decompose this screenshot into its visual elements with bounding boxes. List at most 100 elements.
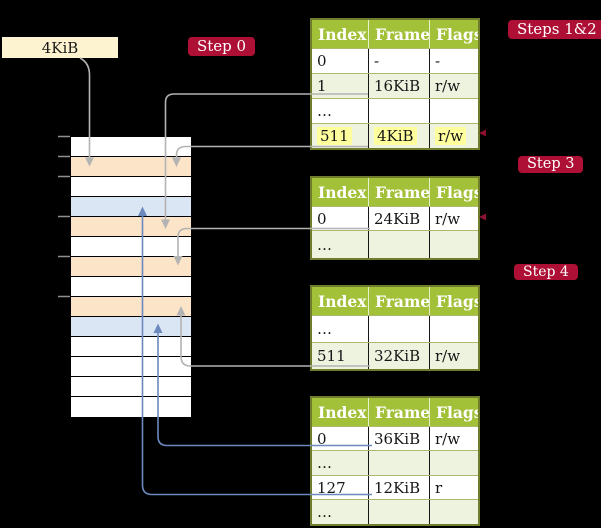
badge-arrow-tip-steps12-icon bbox=[479, 129, 486, 137]
table-cell bbox=[368, 231, 429, 258]
memory-row-blue bbox=[71, 317, 191, 337]
cell-text: … bbox=[317, 454, 332, 472]
step-badge-1-2: Steps 1&2 bbox=[508, 20, 601, 39]
table-cell: 4KiB bbox=[368, 124, 429, 148]
memory-row-peach bbox=[71, 297, 191, 317]
column-header-frame: Frame bbox=[368, 178, 429, 206]
cell-text: 511 bbox=[317, 127, 352, 145]
memory-row-white bbox=[71, 357, 191, 377]
cell-text: 12KiB bbox=[374, 478, 421, 497]
table-cell: 32KiB bbox=[368, 343, 429, 369]
table-cell: r/w bbox=[429, 207, 478, 230]
column-header-frame: Frame bbox=[368, 20, 429, 48]
memory-row-peach bbox=[71, 157, 191, 177]
table-row: 0 36KiB r/w bbox=[312, 426, 478, 450]
table-cell bbox=[429, 451, 478, 475]
table-cell: … bbox=[312, 231, 368, 258]
table-cell: 0 bbox=[312, 207, 368, 230]
memory-row-white bbox=[71, 337, 191, 357]
table-cell bbox=[368, 500, 429, 524]
memory-row-white bbox=[71, 377, 191, 397]
column-header-flags: Flags bbox=[429, 20, 478, 48]
column-header-flags: Flags bbox=[429, 178, 478, 206]
table-row: … bbox=[312, 98, 478, 123]
table-cell: … bbox=[312, 99, 368, 123]
table-cell: 1 bbox=[312, 74, 368, 98]
table-cell: 12KiB bbox=[368, 476, 429, 499]
cell-text: - bbox=[435, 52, 441, 70]
cell-text: 0 bbox=[317, 52, 327, 70]
table-cell: 511 bbox=[312, 343, 368, 369]
column-header-index: Index bbox=[318, 402, 367, 422]
cell-text: 24KiB bbox=[374, 209, 421, 228]
cell-text: … bbox=[317, 503, 332, 521]
table-cell: … bbox=[312, 451, 368, 475]
table-cell bbox=[429, 316, 478, 342]
table-cell: 24KiB bbox=[368, 207, 429, 230]
table-row: 0 - - bbox=[312, 48, 478, 73]
step-badge-0: Step 0 bbox=[188, 37, 256, 56]
table-row: 511 32KiB r/w bbox=[312, 342, 478, 369]
cell-text: - bbox=[374, 52, 380, 70]
table-cell bbox=[368, 99, 429, 123]
memory-row-blue bbox=[71, 197, 191, 217]
badge-arrow-tip-step3-icon bbox=[479, 213, 486, 221]
table-cell: r/w bbox=[429, 74, 478, 98]
cell-text: 127 bbox=[317, 478, 346, 497]
step-badge-4: Step 4 bbox=[514, 264, 578, 280]
table-cell: r bbox=[429, 476, 478, 499]
table-row: 127 12KiB r bbox=[312, 475, 478, 499]
memory-row-white bbox=[71, 277, 191, 297]
memory-row-white bbox=[71, 137, 191, 157]
table-cell: r/w bbox=[429, 343, 478, 369]
column-header-index: Index bbox=[318, 291, 367, 311]
address-ticks bbox=[58, 135, 70, 298]
table-cell: 36KiB bbox=[368, 427, 429, 450]
cell-text: 0 bbox=[317, 209, 327, 228]
cell-text: r/w bbox=[435, 209, 461, 228]
cell-text: 32KiB bbox=[374, 347, 421, 365]
cell-text: r/w bbox=[435, 77, 461, 95]
cell-text: r/w bbox=[435, 127, 467, 145]
cell-text: r/w bbox=[435, 347, 461, 365]
table-cell: r/w bbox=[429, 427, 478, 450]
table-cell bbox=[368, 316, 429, 342]
step-badge-3: Step 3 bbox=[518, 156, 584, 173]
column-header-frame: Frame bbox=[368, 398, 429, 426]
table-cell bbox=[368, 451, 429, 475]
frame-label-text: 4KiB bbox=[41, 38, 79, 57]
cell-text: 4KiB bbox=[374, 127, 417, 145]
table-row: 0 24KiB r/w bbox=[312, 206, 478, 230]
table-cell: … bbox=[312, 316, 368, 342]
cell-text: 511 bbox=[317, 347, 346, 365]
table-row: … bbox=[312, 315, 478, 342]
column-header-frame: Frame bbox=[368, 287, 429, 315]
table-cell: 16KiB bbox=[368, 74, 429, 98]
table-row: 511 4KiB r/w bbox=[312, 123, 478, 148]
cell-text: 36KiB bbox=[374, 429, 421, 448]
memory-column bbox=[70, 136, 192, 418]
column-header-flags: Flags bbox=[429, 287, 478, 315]
cell-text: 1 bbox=[317, 77, 327, 95]
table-cell: … bbox=[312, 500, 368, 524]
table-cell bbox=[429, 99, 478, 123]
table-cell: 0 bbox=[312, 49, 368, 73]
memory-row-peach bbox=[71, 257, 191, 277]
cell-text: 0 bbox=[317, 429, 327, 448]
table-cell: r/w bbox=[429, 124, 478, 148]
table-cell: - bbox=[429, 49, 478, 73]
cell-text: r bbox=[435, 478, 443, 497]
table-row: 1 16KiB r/w bbox=[312, 73, 478, 98]
table-cell: 511 bbox=[312, 124, 368, 148]
table-row: … bbox=[312, 499, 478, 524]
table-cell bbox=[429, 231, 478, 258]
frame-label-box: 4KiB bbox=[2, 37, 118, 58]
memory-row-white bbox=[71, 397, 191, 417]
